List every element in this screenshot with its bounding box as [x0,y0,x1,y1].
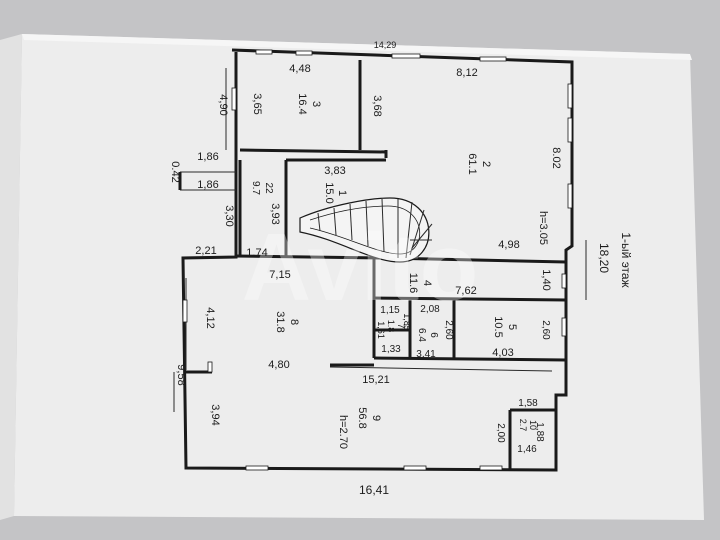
windows [182,49,573,471]
dim-overall-depth: 18,20 [597,243,611,273]
dim-label: 8.02 [550,147,562,168]
svg-text:56.8: 56.8 [356,407,368,428]
dim-label: 3,68 [371,95,383,116]
dim-label: 3,41 [416,349,436,360]
dim-label: 3,93 [269,203,281,224]
spiral-staircase [299,197,433,263]
dim-label: 1,40 [540,269,552,290]
dim-label: 2,60 [443,320,454,340]
svg-text:31.8: 31.8 [274,311,286,332]
dim-label: 2,08 [420,304,440,315]
wall [373,356,567,362]
svg-text:5: 5 [506,324,518,330]
floor-plan: Avito 14,29 4,48 8,12 4,90 3,65 3,68 3,8… [169,40,633,497]
svg-text:6.4: 6.4 [416,328,427,342]
room-2-label: 2 61.1 [466,153,492,174]
wall [385,256,567,264]
room-22-label: 22 9.7 [250,181,274,195]
svg-text:61.1: 61.1 [466,153,478,174]
svg-text:2: 2 [480,161,492,167]
dimension-line [329,366,553,372]
svg-text:11.6: 11.6 [407,273,419,294]
svg-text:6: 6 [428,332,439,338]
svg-text:1.8: 1.8 [386,320,396,333]
wall [239,148,387,154]
dim-label: 7,62 [455,285,476,297]
dim-label: 4,90 [217,94,229,115]
dim-label: 1,15 [380,305,400,316]
dim-label: 1,58 [518,398,538,409]
wall [373,296,567,302]
room-1-label: 1 15.0 [323,182,348,203]
dim-label: 4,48 [289,63,310,75]
dim-label: 4,12 [204,307,216,328]
ceiling-height-upper: h=3.05 [537,211,549,245]
dim-top-edge: 14,29 [374,40,397,50]
dim-label: 3,94 [209,404,221,425]
room-7-label: 7 1.8 [386,320,406,333]
dim-label: 8,12 [456,67,477,79]
svg-text:10.5: 10.5 [492,316,504,337]
svg-text:8: 8 [288,319,300,325]
svg-text:16.4: 16.4 [296,93,308,114]
svg-text:1: 1 [336,190,348,196]
dim-label: 1,46 [517,444,537,455]
floor-label: 1-ый этаж [619,232,633,287]
dim-label: 1,88 [534,422,545,442]
dim-label: 3,30 [223,205,235,226]
dim-label: 3,83 [324,165,345,177]
ceiling-height-lower: h=2.70 [337,415,349,449]
room-10-label: 10 2.7 [518,419,538,432]
svg-text:15.0: 15.0 [323,182,335,203]
dim-label: 1,86 [197,179,218,191]
dim-label: 1,33 [381,344,401,355]
dim-label: 9,58 [175,364,187,385]
dim-label: 3,65 [251,93,263,114]
room-8-label: 8 31.8 [274,311,300,332]
room-9-label: 9 56.8 [356,407,382,428]
dim-label: 1,85 [402,313,412,331]
dim-label: 2,00 [495,423,506,443]
dim-label: 4,03 [492,347,513,359]
dim-label: 1,74 [246,247,267,259]
svg-text:10: 10 [528,420,538,430]
dim-overall-width: 16,41 [359,483,389,497]
room-3-label: 3 16.4 [296,93,322,114]
dim-label: 15,21 [362,374,390,386]
dim-label: 1,86 [197,151,218,163]
svg-text:9: 9 [370,415,382,421]
dim-label: 4,80 [268,359,289,371]
svg-text:3: 3 [310,101,322,107]
wall [235,254,387,260]
watermark: Avito [242,214,478,321]
svg-text:9.7: 9.7 [250,181,261,195]
dim-label: 4,98 [498,239,519,251]
dim-label: 1,61 [376,321,386,339]
room-6-label: 6 6.4 [416,328,439,342]
room-5-label: 5 10.5 [492,316,518,337]
dim-label: 0.42 [169,161,181,182]
svg-text:2.7: 2.7 [518,419,528,432]
dim-label: 2,21 [195,245,216,257]
svg-text:4: 4 [421,280,433,286]
dim-label: 2,60 [540,320,551,340]
svg-text:22: 22 [263,182,274,194]
dim-label: 7,15 [269,269,290,281]
room-4-label: 4 11.6 [407,273,433,294]
svg-text:7: 7 [396,323,406,328]
